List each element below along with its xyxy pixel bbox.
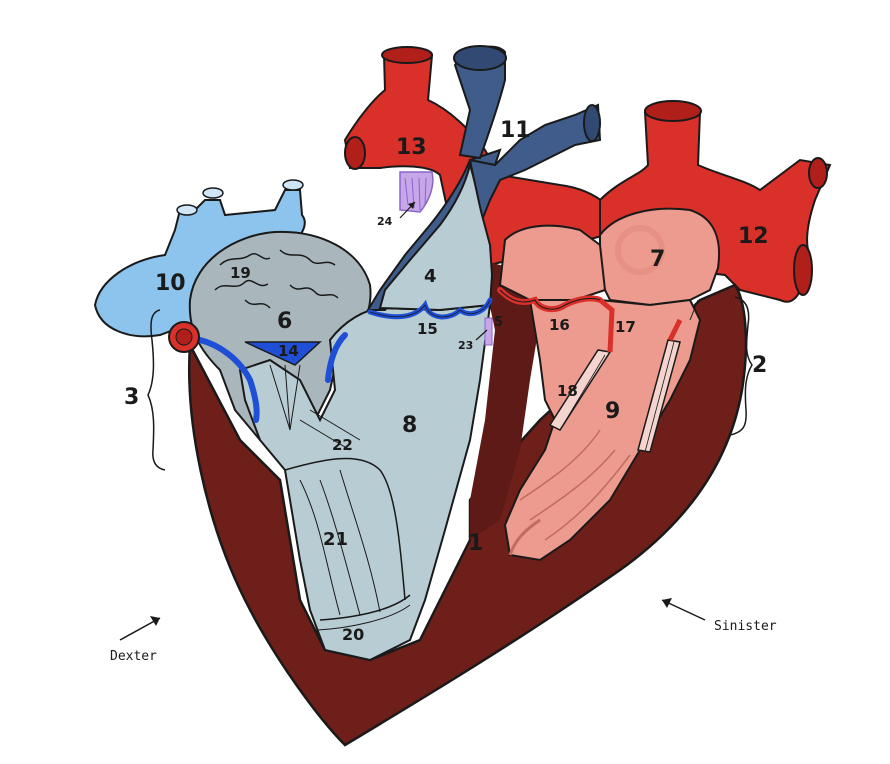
vena-cava <box>93 179 306 338</box>
dexter-arrow <box>119 616 161 641</box>
sinister-arrow <box>661 598 706 621</box>
label-13: 13 <box>396 135 427 160</box>
pulmonary-valve <box>367 297 493 320</box>
label-5: 5 <box>494 315 503 330</box>
label-10: 10 <box>155 271 186 296</box>
label-17: 17 <box>615 318 636 336</box>
right-ventricle <box>238 303 492 662</box>
label-12: 12 <box>738 224 769 249</box>
label-11: 11 <box>500 118 531 143</box>
label-6: 6 <box>277 309 292 334</box>
aortic-vestibule <box>498 224 607 301</box>
label-21: 21 <box>323 529 348 550</box>
label-22: 22 <box>332 436 353 454</box>
coronary-opening <box>168 321 200 353</box>
label-7: 7 <box>650 247 665 272</box>
label-14: 14 <box>278 342 299 360</box>
label-3: 3 <box>124 385 139 410</box>
label-1: 1 <box>468 531 483 556</box>
bracket-3 <box>147 309 166 471</box>
label-dexter: Dexter <box>110 649 157 664</box>
pointer-24-arrow <box>399 201 416 219</box>
label-18: 18 <box>557 382 578 400</box>
label-20: 20 <box>342 625 364 644</box>
label-8: 8 <box>402 413 417 438</box>
bracket-2 <box>729 296 753 436</box>
ligament-24 <box>399 171 434 213</box>
tricuspid-valve <box>197 332 348 431</box>
label-16: 16 <box>549 316 570 334</box>
label-2: 2 <box>752 353 767 378</box>
left-atrium <box>599 207 720 307</box>
label-sinister: Sinister <box>714 619 777 634</box>
pulmonary-trunk <box>366 45 602 312</box>
label-23: 23 <box>458 339 473 352</box>
label-15: 15 <box>417 320 438 338</box>
label-4: 4 <box>424 266 437 287</box>
label-9: 9 <box>605 399 620 424</box>
label-19: 19 <box>230 264 251 282</box>
pointer-23-arrow <box>475 329 488 341</box>
label-24: 24 <box>377 215 393 228</box>
aortic-valve <box>497 287 603 313</box>
mark-23 <box>484 317 493 346</box>
right-atrium <box>188 230 372 442</box>
mitral-valve-flap <box>598 298 699 353</box>
